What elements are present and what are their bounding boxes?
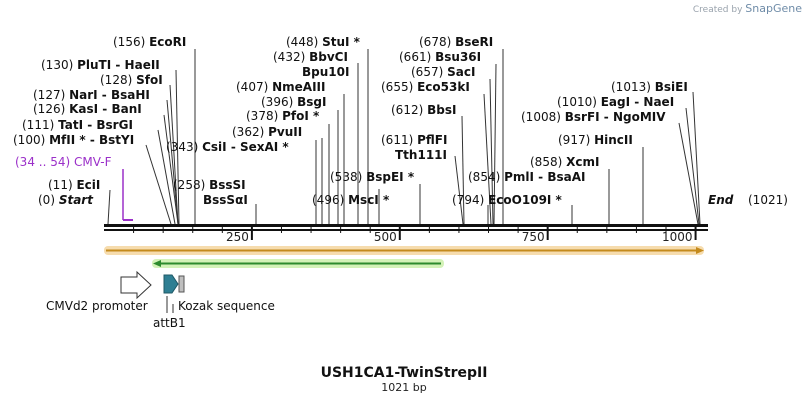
tick-label: 1000 (662, 230, 693, 244)
site-label: (496) MscI * (312, 193, 390, 207)
site-label: (1013) BsiEI (611, 80, 688, 94)
site-label: Bpu10I (302, 65, 349, 79)
site-label: (538) BspEI * (330, 170, 415, 184)
site-label: (156) EcoRI (113, 35, 186, 49)
site-label: BssSαI (203, 193, 248, 207)
axis-ticks: 250 500 750 1000 (133, 227, 697, 244)
snapgene-branding: Created by SnapGene (693, 2, 802, 15)
site-label: (612) BbsI (391, 103, 456, 117)
start-label: (0) Start (38, 193, 94, 207)
site-label: (432) BbvCI (273, 50, 348, 64)
kozak-feature[interactable]: Kozak sequence (172, 275, 275, 313)
orf-feature[interactable] (152, 259, 444, 268)
sequence-title: USH1CA1-TwinStrepII (321, 365, 488, 381)
snapgene-logo-text: SnapGene (745, 2, 802, 15)
site-label: (448) StuI * (286, 35, 361, 49)
site-label: (396) BsgI (261, 95, 326, 109)
primer-cmv-f[interactable]: (34 .. 54) CMV-F (15, 155, 133, 221)
site-label: (1010) EagI - NaeI (557, 95, 674, 109)
site-label: (100) MfII * - BstYI (13, 133, 134, 147)
site-label: (794) EcoO109I * (452, 193, 563, 207)
end-position: (1021) (748, 193, 788, 207)
site-label: Tth111I (395, 148, 447, 162)
site-labels: (156) EcoRI (130) PluTI - HaeII (128) Sf… (13, 35, 788, 207)
cmv-promoter-label: CMVd2 promoter (46, 299, 148, 313)
site-label: (1008) BsrFI - NgoMIV (521, 110, 666, 124)
site-label: (661) Bsu36I (399, 50, 481, 64)
created-by-text: Created by (692, 5, 743, 15)
site-label: (917) HincII (558, 133, 633, 147)
site-label: (858) XcmI (530, 155, 599, 169)
site-label: (258) BssSI (173, 178, 246, 192)
site-label: (378) PfoI * (246, 109, 320, 123)
site-label: (854) PmlI - BsaAI (468, 170, 585, 184)
site-label: (657) SacI (411, 65, 475, 79)
primer-label: (34 .. 54) CMV-F (15, 155, 112, 169)
site-label: (128) SfoI (100, 73, 163, 87)
tick-label: 250 (226, 230, 249, 244)
site-label: (407) NmeAIII (236, 80, 325, 94)
site-label: (111) TatI - BsrGI (22, 118, 133, 132)
kozak-label: Kozak sequence (178, 299, 275, 313)
site-label: (678) BseRI (419, 35, 493, 49)
attb1-feature[interactable]: attB1 (153, 274, 186, 330)
site-label: (655) Eco53kI (381, 80, 470, 94)
site-label: (126) KasI - BanI (33, 102, 142, 116)
cmv-promoter-feature[interactable]: CMVd2 promoter (46, 270, 152, 313)
tick-label: 500 (374, 230, 397, 244)
site-label: (362) PvuII (232, 125, 302, 139)
tick-label: 750 (522, 230, 545, 244)
cut-site-lines (107, 49, 701, 225)
site-label: (130) PluTI - HaeII (41, 58, 160, 72)
sequence-backbone (104, 224, 708, 231)
attb1-label: attB1 (153, 316, 186, 330)
site-label: (611) PflFI (381, 133, 447, 147)
site-label: (343) CsiI - SexAI * (166, 140, 289, 154)
end-label: End (708, 193, 734, 207)
site-label: (127) NarI - BsaHI (33, 88, 150, 102)
full-length-feature[interactable] (104, 246, 704, 255)
site-label: (11) EciI (48, 178, 100, 192)
sequence-length: 1021 bp (381, 381, 426, 394)
